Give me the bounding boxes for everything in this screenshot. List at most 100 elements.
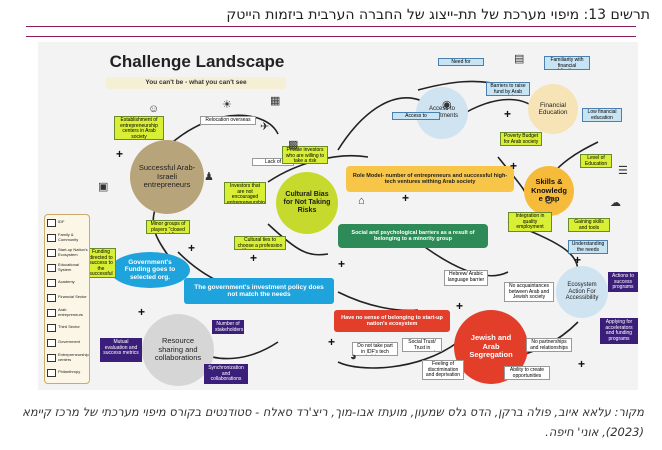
label-no-acquaintances: No acquaintances between Arab and Jewish… [504, 282, 554, 302]
node-investment-policy: The government's investment policy does … [184, 278, 334, 304]
plus-sign: + [510, 159, 518, 173]
label-not-take-part: Do not take part in IDF's tech trainings [352, 342, 398, 356]
plus-sign: + [574, 253, 582, 267]
label-funding-directed: Funding directed to success to the succe… [86, 248, 116, 278]
legend-swatch-icon [47, 263, 56, 272]
legend-item: Educational System [45, 260, 89, 275]
label-applying: Applying for accelerators and funding pr… [600, 318, 638, 344]
legend-swatch-icon [47, 338, 56, 347]
legend-item: Government [45, 335, 89, 350]
label-mutual: Mutual evaluation and success metrics [100, 338, 142, 362]
building-icon: ▩ [288, 139, 299, 151]
plus-sign: + [578, 357, 586, 371]
legend-label: Philanthropy [58, 369, 81, 375]
label-need-investment: Need for investment [438, 58, 484, 66]
label-cultural-ties: Cultural ties to choose a profession wit… [234, 236, 286, 250]
legend-item: Start-up Nation's Ecosystem [45, 245, 89, 260]
legend-swatch-icon [47, 323, 56, 332]
figure-caption: תרשים 13: מיפוי מערכת של תת-ייצוג של החב… [226, 7, 650, 23]
label-ability: Ability to create opportunities [504, 366, 550, 380]
legend-item: Family & Community [45, 230, 89, 245]
legend-swatch-icon [47, 368, 56, 377]
legend-swatch-icon [47, 248, 56, 257]
label-access-investors: Access to investors [392, 112, 440, 120]
label-minor-players: Minor groups of players "closed club" [146, 220, 190, 234]
gear-icon: ⚙ [544, 195, 554, 207]
label-establishment: Establishment of entrepreneurship center… [114, 116, 164, 140]
person-icon: ♟ [204, 171, 214, 183]
label-feeling: Feeling of discrimination and deprivatio… [422, 360, 464, 380]
label-no-partnerships: No partnerships and relationships [526, 338, 572, 352]
legend-item: Third Sector [45, 320, 89, 335]
legend-label: Start-up Nation's Ecosystem [58, 247, 88, 257]
label-relocation: Relocation overseas [200, 116, 256, 125]
legend-item: IDF [45, 215, 89, 230]
legend-label: Financial Sector [58, 294, 87, 300]
legend: IDF Family & Community Start-up Nation's… [44, 214, 90, 384]
label-number-stakeholders: Number of stakeholders [212, 320, 244, 334]
plane-icon: ✈ [260, 121, 270, 133]
legend-label: IDF [58, 219, 65, 225]
node-successful-entrepreneurs: Successful Arab-Israeli entrepreneurs [130, 140, 204, 214]
plus-sign: + [402, 191, 410, 205]
node-skills-gap: Skills & Knowledg e Gap [524, 166, 574, 216]
legend-swatch-icon [47, 233, 56, 242]
legend-swatch-icon [47, 218, 56, 227]
figure-source: מקור: עלאא איוב, פולה ברקן, הדס גלס שמעו… [22, 405, 644, 439]
legend-label: Educational System [58, 262, 79, 272]
label-integration: Integration in quality employment [508, 212, 552, 232]
legend-swatch-icon [47, 353, 56, 362]
node-role-model: Role Model- number of entrepreneurs and … [346, 166, 514, 192]
node-resource-sharing: Resource sharing and collaborations [142, 314, 214, 386]
legend-swatch-icon [47, 293, 56, 302]
mask-icon: ◉ [442, 99, 452, 111]
legend-item: Arab entrepreneurs [45, 305, 89, 320]
legend-label: Family & Community [58, 232, 79, 242]
caption-top-rule [26, 26, 636, 27]
plus-sign: + [116, 147, 124, 161]
helmet-icon: ◕ [350, 351, 357, 363]
house-icon: ⌂ [358, 195, 365, 207]
node-government-funding: Government's Funding goes to selected or… [110, 252, 190, 288]
label-gaining-skills: Gaining skills and tools [568, 218, 610, 232]
plus-sign: + [328, 335, 336, 349]
plus-sign: + [338, 257, 346, 271]
plus-sign: + [456, 299, 464, 313]
calculator-icon: ▤ [514, 53, 525, 65]
plus-sign: + [138, 305, 146, 319]
plus-sign: + [250, 251, 258, 265]
legend-swatch-icon [47, 308, 56, 317]
book-icon: ☰ [618, 165, 628, 177]
label-hebrew-arabic: Hebrew/ Arabic language barrier [444, 270, 488, 286]
legend-item: Academy [45, 275, 89, 290]
label-level-education: Level of Education [580, 154, 612, 168]
label-private-investors: Private investors who are willing to tak… [282, 146, 328, 164]
label-barriers-fund: Barriers to raise fund by Arab society [486, 82, 530, 96]
legend-label: Arab entrepreneurs [58, 307, 83, 317]
people-icon: ☺ [148, 103, 160, 115]
diagram-subtitle: You can't be - what you can't see [106, 77, 286, 89]
legend-item: Philanthropy [45, 365, 89, 380]
label-investors: Investors that are not encouraged entrep… [224, 182, 266, 204]
caption-bottom-rule [26, 36, 636, 37]
legend-swatch-icon [47, 278, 56, 287]
node-ecosystem-action: Ecosystem Action For Accessibility [556, 266, 608, 318]
label-actions-access: Actions to success programs [608, 272, 638, 292]
label-low-financial: Low financial education [582, 108, 622, 122]
diagram-title: Challenge Landscape [109, 52, 285, 71]
sun-icon: ☀ [222, 99, 232, 111]
label-poverty: Poverty Budget for Arab society [500, 132, 542, 146]
plus-sign: + [188, 241, 196, 255]
label-synchronization: Synchronization and collaborations [204, 364, 248, 384]
label-understanding: Understanding the needs [568, 240, 608, 254]
node-financial-education: Financial Education [528, 84, 578, 134]
node-no-sense-of-belonging: Have no sense of belonging to start-up n… [334, 310, 450, 332]
plus-sign: + [504, 107, 512, 121]
label-social-trust: Social Trust/ Trust in government [402, 338, 442, 352]
legend-label: Entrepreneurship centers [58, 352, 89, 362]
node-cultural-bias: Cultural Bias for Not Taking Risks [276, 172, 338, 234]
chart-icon: ▦ [270, 95, 281, 107]
legend-label: Third Sector [58, 324, 80, 330]
legend-label: Government [58, 339, 81, 345]
legend-label: Academy [58, 279, 75, 285]
